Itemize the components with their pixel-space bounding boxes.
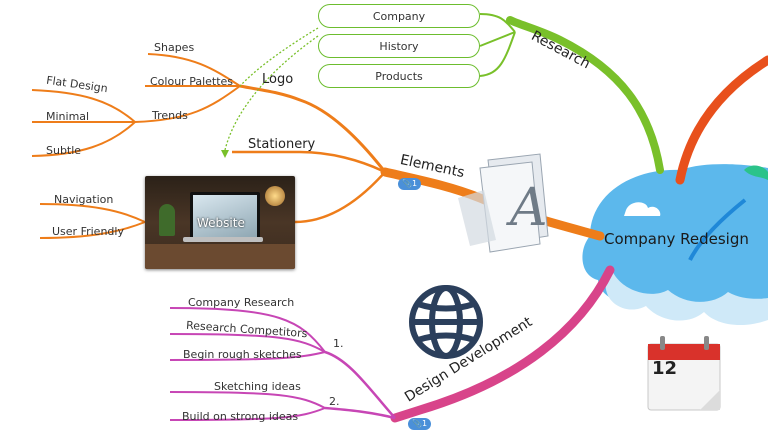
elements-attachment-badge[interactable]: 📎1 <box>398 178 422 190</box>
photo-laptop-base <box>183 237 263 242</box>
globe-icon <box>409 285 483 359</box>
calendar-day: 12 <box>652 358 678 379</box>
website-item-navigation[interactable]: Navigation <box>54 193 114 206</box>
task-company-research[interactable]: Company Research <box>188 296 295 309</box>
arrowhead-stationery <box>221 150 229 158</box>
photo-laptop-screen <box>190 192 260 240</box>
line-history <box>479 31 516 47</box>
branch-line-research <box>506 16 664 174</box>
line-subtle <box>31 121 136 157</box>
trend-item-minimal[interactable]: Minimal <box>46 110 90 123</box>
line-flat-design <box>31 89 136 123</box>
line-navigation <box>39 203 146 223</box>
branch-line-red <box>675 55 768 185</box>
branch-label-website[interactable]: Website <box>197 216 245 230</box>
paperclip-icon: 📎 <box>412 419 422 428</box>
branch-line-website <box>294 171 386 224</box>
branch-label-stationery[interactable]: Stationery <box>248 137 316 152</box>
central-topic-label[interactable]: Company Redesign <box>604 230 749 248</box>
dotted-link-logo <box>239 27 319 87</box>
website-item-user-friendly[interactable]: User Friendly <box>52 225 124 238</box>
calendar-icon <box>647 336 721 411</box>
group-1-label[interactable]: 1. <box>333 337 344 350</box>
line-company-research <box>169 307 326 353</box>
research-item-history[interactable]: History <box>318 34 480 58</box>
trend-item-subtle[interactable]: Subtle <box>46 144 82 157</box>
elements-badge-count: 1 <box>411 179 418 188</box>
line-build-ideas <box>169 407 326 421</box>
logo-item-shapes[interactable]: Shapes <box>154 41 195 54</box>
line-sketching-ideas <box>169 391 326 409</box>
design-badge-count: 1 <box>421 419 428 428</box>
line-products <box>479 31 516 77</box>
branch-line-blue <box>688 198 747 261</box>
photo-desk <box>145 244 295 269</box>
research-item-products[interactable]: Products <box>318 64 480 88</box>
line-trends <box>134 85 241 123</box>
branch-line-stationery <box>232 150 386 174</box>
research-item-company[interactable]: Company <box>318 4 480 28</box>
font-document-icon: A <box>458 153 549 253</box>
line-research-competitors <box>169 333 326 353</box>
line-group-1 <box>324 350 396 419</box>
branch-line-design-development <box>390 265 615 423</box>
logo-item-colour-palettes[interactable]: Colour Palettes <box>150 75 234 88</box>
logo-item-trends[interactable]: Trends <box>152 109 188 122</box>
branch-line-logo <box>239 84 387 173</box>
paperclip-icon: 📎 <box>402 179 412 188</box>
svg-text:A: A <box>506 178 548 238</box>
line-company <box>479 13 516 33</box>
line-rough-sketches <box>169 351 326 361</box>
website-photo[interactable] <box>145 176 295 269</box>
group-2-label[interactable]: 2. <box>329 395 340 408</box>
design-development-attachment-badge[interactable]: 📎1 <box>408 418 432 430</box>
line-group-2 <box>324 406 396 420</box>
branch-label-logo[interactable]: Logo <box>262 72 294 87</box>
center-cloud <box>582 164 768 326</box>
task-begin-rough-sketches[interactable]: Begin rough sketches <box>183 348 302 361</box>
photo-plant <box>159 204 175 236</box>
dotted-link-stationery <box>224 35 319 151</box>
task-sketching-ideas[interactable]: Sketching ideas <box>214 380 301 393</box>
photo-lamp <box>265 186 285 206</box>
task-build-on-strong-ideas[interactable]: Build on strong ideas <box>182 410 299 423</box>
line-shapes <box>147 53 241 87</box>
line-user-friendly <box>39 221 146 239</box>
